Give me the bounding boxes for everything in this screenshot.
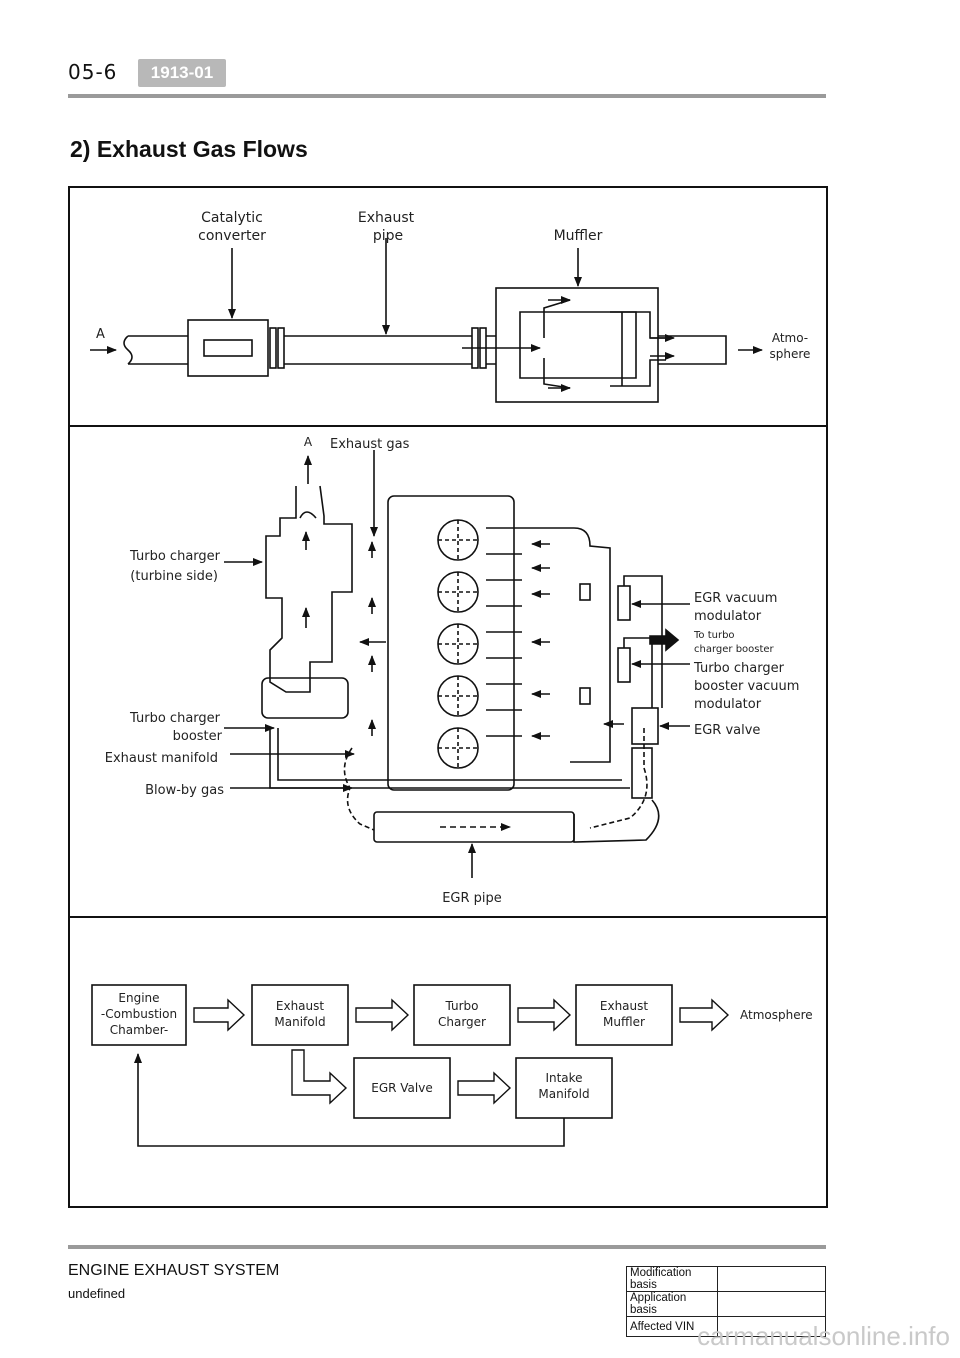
header-rule [68,94,826,98]
label-muffler: Muffler [554,228,603,244]
label-egr-vacuum-1: EGR vacuum [694,591,777,606]
box-intake-line1: Intake [545,1071,582,1085]
box-turbo-line1: Turbo [444,999,478,1013]
application-basis-value [717,1291,826,1317]
section-title: 2) Exhaust Gas Flows [70,136,308,162]
label-tcbvm-3: modulator [694,697,762,712]
label-turbine-1: Turbo charger [129,549,221,564]
front-pipe [123,335,188,365]
label-inlet-a: A [96,327,105,342]
label-egr-valve: EGR valve [694,723,760,738]
table-row: Affected VIN [626,1316,826,1337]
box-exhaust-manifold-line1: Exhaust [276,999,325,1013]
blowby-tube [269,728,630,789]
box-egr-valve-label: EGR Valve [371,1081,432,1095]
cylinders [437,519,479,769]
figure-svg: Catalytic converter Exhaust pipe Muffler… [70,210,826,1147]
catalytic-converter [187,319,269,377]
application-basis-label: Application basis [626,1291,718,1317]
muffler-chamber [519,311,637,379]
footer-subtitle: undefined [68,1286,126,1301]
catalytic-element [203,339,253,357]
muffler-body [495,287,659,403]
label-egr-pipe: EGR pipe [442,891,502,906]
box-engine-line1: Engine [118,991,159,1005]
label-atmo-2: sphere [770,347,811,361]
footer-rule [68,1245,826,1249]
box-engine-line2: -Combustion [101,1007,177,1021]
affected-vin-value [717,1316,826,1337]
egr-flow-path [343,747,375,831]
box-egr-valve [353,1057,451,1119]
table-row: Modification basis [626,1266,826,1292]
turbo-booster [261,677,349,719]
label-booster-1: Turbo charger [129,711,221,726]
label-to-turbo-2: charger booster [694,644,775,655]
label-atmosphere: Atmosphere [740,1008,813,1022]
label-atmo-1: Atmo- [772,331,808,345]
turbo-turbine-housing [265,485,353,693]
muffler-baffle-left [543,299,571,389]
box-turbo-charger [413,984,511,1046]
box-exhaust-manifold-line2: Manifold [274,1015,325,1029]
box-intake-line2: Manifold [538,1087,589,1101]
box-engine-line3: Chamber- [110,1023,169,1037]
label-tcbvm-1: Turbo charger [693,661,785,676]
label-blowby: Blow-by gas [145,783,224,798]
label-catalytic-2: converter [198,228,266,244]
label-egr-vacuum-2: modulator [694,609,762,624]
box-exhaust-manifold [251,984,349,1046]
flange-left-2 [277,327,285,369]
label-exhaust-pipe-1: Exhaust [358,210,415,226]
label-exhaust-gas: Exhaust gas [330,437,410,452]
intake-manifold [486,527,611,763]
label-outlet-a: A [304,435,313,449]
box-muffler-line1: Exhaust [600,999,649,1013]
box-turbo-line2: Charger [438,1015,486,1029]
table-row: Application basis [626,1291,826,1317]
exhaust-flow-figure: Catalytic converter Exhaust pipe Muffler… [68,186,828,1208]
egr-valve-pipe [631,747,653,799]
egr-valve-body [631,707,659,745]
modification-basis-value [717,1266,826,1292]
egr-return [573,799,660,843]
egr-vacuum-modulator [617,585,631,621]
label-catalytic-1: Catalytic [201,210,263,226]
box-engine [91,984,187,1046]
egr-pipe [373,811,575,843]
exhaust-pipe [284,335,472,365]
flow-arrows [193,998,730,1105]
intake-port-1 [579,583,591,601]
watermark: carmanualsonline.info [697,1321,950,1351]
recirculation-line [134,1053,565,1147]
label-tcbvm-2: booster vacuum [694,679,799,694]
to-turbo-booster-arrow [649,628,680,652]
label-to-turbo-1: To turbo [693,630,735,641]
box-muffler-line2: Muffler [603,1015,645,1029]
booster-vacuum-modulator [617,647,631,683]
label-booster-2: booster [173,729,223,744]
intake-port-2 [579,687,591,705]
label-exhaust-manifold: Exhaust manifold [105,751,218,766]
tail-pipe [658,335,727,365]
modification-basis-label: Modification basis [626,1266,718,1292]
section-code-badge: 1913-01 [138,59,226,87]
label-turbine-2: (turbine side) [130,569,218,584]
footer-title: ENGINE EXHAUST SYSTEM [68,1262,280,1279]
label-exhaust-pipe-2: pipe [373,228,403,244]
basis-table: Modification basis Application basis Aff… [626,1266,826,1337]
engine-block [387,495,515,791]
page-number: 05-6 [68,60,118,84]
flange-left [269,327,277,369]
box-exhaust-muffler [575,984,673,1046]
